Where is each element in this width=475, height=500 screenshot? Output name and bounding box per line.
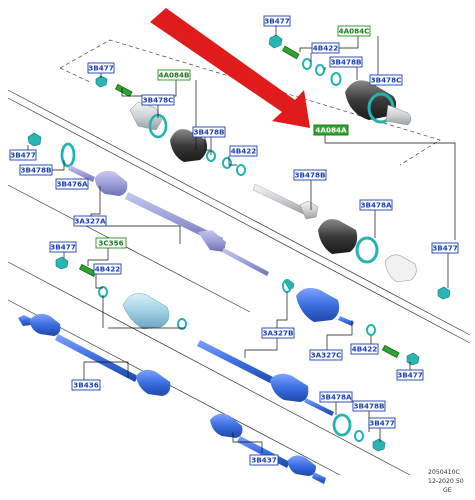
reference-region: GE: [443, 487, 452, 494]
svg-text:3A327B: 3A327B: [262, 329, 293, 338]
svg-text:4B422: 4B422: [231, 147, 256, 156]
left-drive-shaft: [27, 132, 269, 276]
dashed-group-boundary-left: [59, 67, 91, 83]
tag-row3-3B477-right[interactable]: 3B477: [396, 369, 424, 381]
tag-mid-3B478B[interactable]: 3B478B: [293, 169, 327, 181]
tag-top-4B422[interactable]: 4B422: [311, 42, 340, 54]
tag-side-3B476A[interactable]: 3B476A: [55, 178, 89, 190]
reference-date: 12-2020 50: [428, 478, 464, 485]
svg-text:3B478B: 3B478B: [194, 128, 225, 137]
svg-text:3B478B: 3B478B: [331, 58, 362, 67]
svg-text:4A084A: 4A084A: [315, 126, 347, 135]
svg-text:3B477: 3B477: [264, 17, 289, 26]
svg-text:3B476A: 3B476A: [56, 180, 87, 189]
svg-text:3A327A: 3A327A: [74, 217, 106, 226]
svg-text:3B478C: 3B478C: [143, 96, 174, 105]
tag-bot-3B436[interactable]: 3B436: [71, 379, 101, 391]
svg-text:3A327C: 3A327C: [311, 351, 342, 360]
svg-text:3B477: 3B477: [369, 419, 394, 428]
tag-side-3B477[interactable]: 3B477: [9, 149, 37, 161]
svg-text:3B478B: 3B478B: [21, 166, 52, 175]
tag-left-4B422[interactable]: 4B422: [229, 145, 258, 157]
red-pointer-arrow: [150, 8, 310, 128]
svg-text:4A084C: 4A084C: [339, 27, 370, 36]
tag-left-3B478B[interactable]: 3B478B: [192, 126, 226, 138]
tag-row3-4B422-right[interactable]: 4B422: [350, 343, 379, 355]
tag-row3-3A327C[interactable]: 3A327C: [309, 349, 343, 361]
tag-top-3B477[interactable]: 3B477: [263, 15, 291, 27]
svg-text:3B478B: 3B478B: [295, 171, 326, 180]
tag-shaft-3A327A[interactable]: 3A327A: [73, 215, 107, 227]
left-outer-joint-assembly: [95, 75, 246, 176]
tag-row3-3B477[interactable]: 3B477: [49, 241, 77, 253]
svg-text:3C356: 3C356: [98, 239, 123, 248]
frame-lines: [7, 89, 471, 476]
tag-top-3B478C[interactable]: 3B478C: [369, 74, 403, 86]
svg-text:3B478B: 3B478B: [354, 402, 385, 411]
tag-top-3B478B[interactable]: 3B478B: [329, 56, 363, 68]
tag-bot-3B478B[interactable]: 3B478B: [352, 400, 386, 412]
tag-mid-3B478A[interactable]: 3B478A: [359, 199, 393, 211]
top-joint-assembly: [268, 34, 412, 126]
svg-text:3B478A: 3B478A: [360, 201, 391, 210]
tag-bot-3B478A[interactable]: 3B478A: [319, 391, 353, 403]
svg-text:3B477: 3B477: [10, 151, 35, 160]
tag-mid-4A084A[interactable]: 4A084A: [313, 124, 349, 136]
svg-text:4A084B: 4A084B: [158, 71, 189, 80]
tag-row3-3A327B[interactable]: 3A327B: [261, 327, 295, 339]
svg-text:3B477: 3B477: [397, 371, 422, 380]
svg-text:3B437: 3B437: [251, 456, 276, 465]
svg-text:3B477: 3B477: [432, 244, 457, 253]
svg-text:4B422: 4B422: [95, 265, 120, 274]
dashed-group-boundary: [59, 39, 441, 166]
reference-code: 2050410C: [428, 469, 460, 476]
right-drive-shaft: [197, 340, 386, 452]
svg-text:4B422: 4B422: [313, 44, 338, 53]
tag-left-4A084B[interactable]: 4A084B: [157, 69, 191, 81]
svg-text:3B478C: 3B478C: [371, 76, 402, 85]
tag-mid-3B477[interactable]: 3B477: [431, 242, 459, 254]
reference-block: 2050410C 12-2020 50 GE: [428, 469, 464, 494]
svg-text:4B422: 4B422: [352, 345, 377, 354]
svg-text:3B478A: 3B478A: [320, 393, 351, 402]
tag-bot-3B437[interactable]: 3B437: [249, 454, 279, 466]
tag-left-3B478C[interactable]: 3B478C: [141, 94, 175, 106]
tag-row3-3C356[interactable]: 3C356: [95, 237, 127, 249]
svg-text:3B477: 3B477: [50, 243, 75, 252]
svg-text:3B436: 3B436: [73, 381, 98, 390]
intermediate-shaft-assembly: [252, 183, 451, 300]
tag-left-3B477[interactable]: 3B477: [87, 62, 115, 74]
tag-bot-3B477[interactable]: 3B477: [368, 417, 396, 429]
tag-side-3B478B[interactable]: 3B478B: [19, 164, 53, 176]
svg-text:3B477: 3B477: [88, 64, 113, 73]
tag-row3-4B422[interactable]: 4B422: [93, 263, 122, 275]
row3-assembly: [55, 256, 420, 366]
tag-top-4A084C[interactable]: 4A084C: [337, 25, 371, 37]
bottom-drive-shafts: [18, 313, 326, 484]
